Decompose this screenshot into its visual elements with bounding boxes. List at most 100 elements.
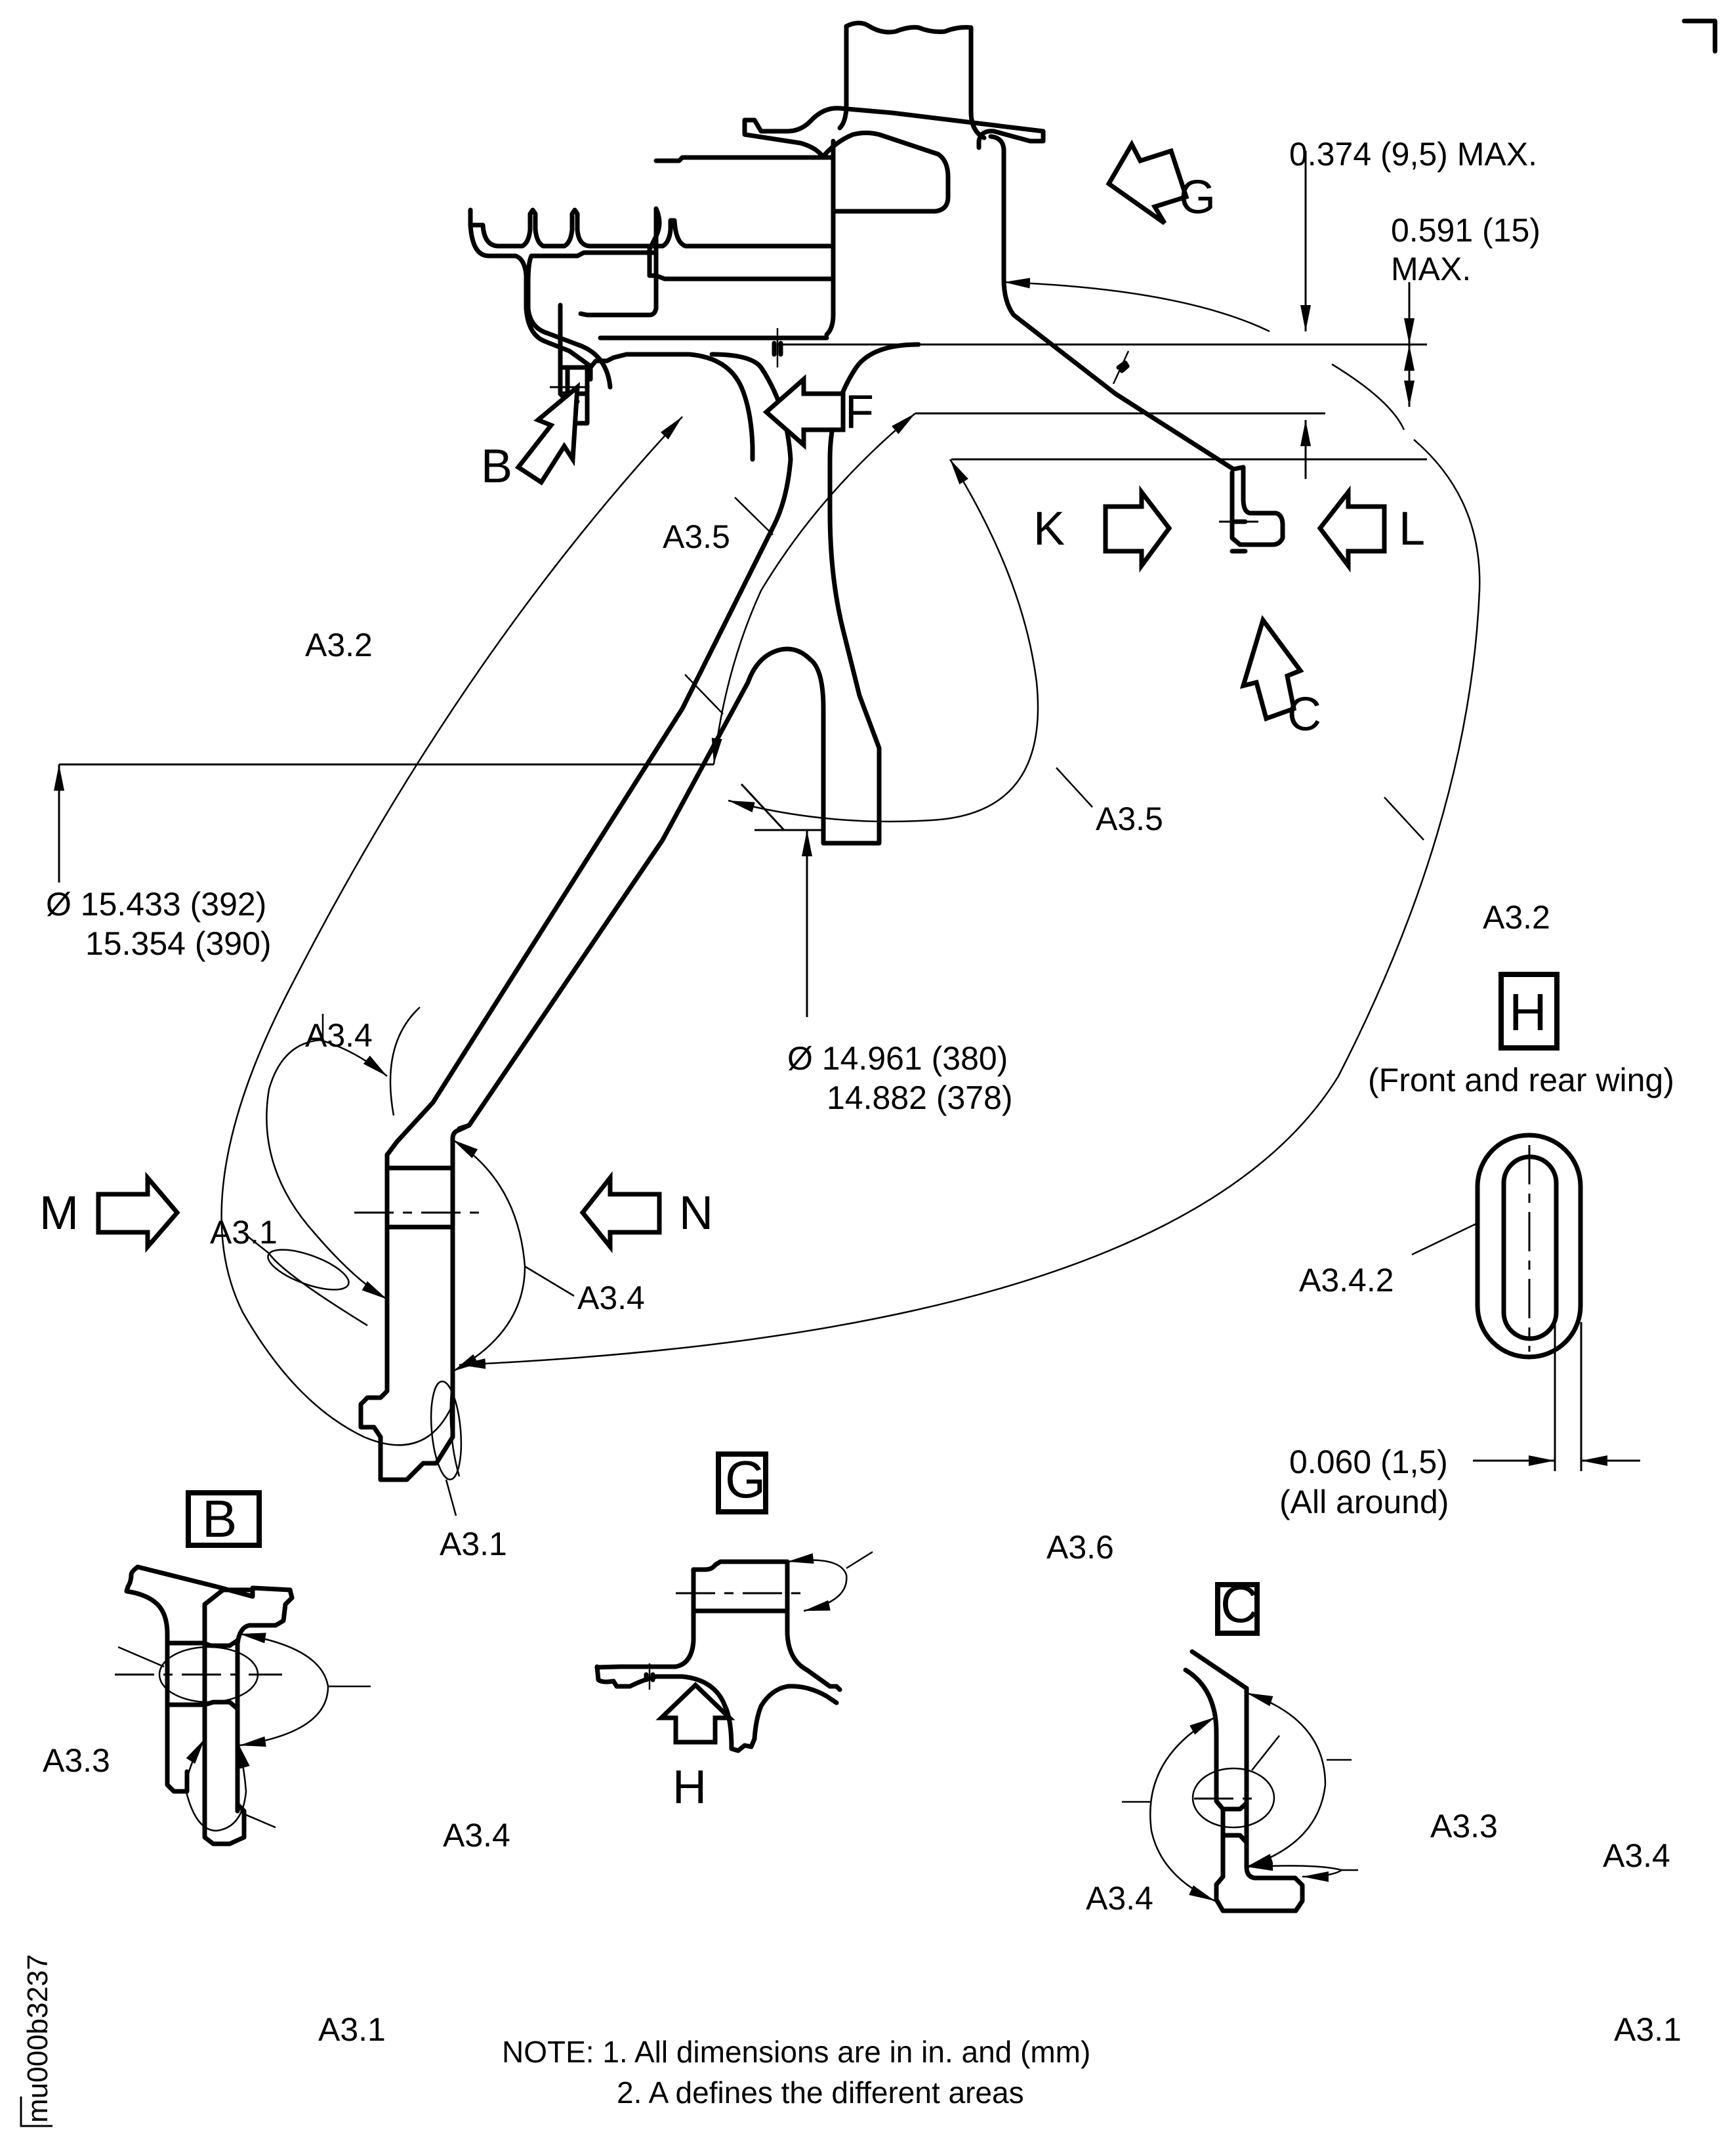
a36-leader <box>846 1551 873 1570</box>
wall-ext-lines <box>1554 1319 1582 1471</box>
view-b-lug <box>202 1587 255 1846</box>
view-arrow-F <box>762 374 846 450</box>
label-a31-view-c: A3.1 <box>1614 2011 1682 2048</box>
outer-platform <box>742 106 1046 150</box>
ring-top-line <box>653 155 836 163</box>
view-letter-L: L <box>1399 503 1425 555</box>
label-a34-view-b: A3.4 <box>443 1817 510 1854</box>
view-arrow-N <box>579 1171 662 1253</box>
view-b-slot-lines <box>165 1638 240 1711</box>
lower-hook-body <box>358 1123 472 1482</box>
view-b-detail <box>115 1490 371 1846</box>
label-a33-view-b: A3.3 <box>43 1742 110 1779</box>
view-arrow-K <box>1103 485 1172 573</box>
lower-hook-slot <box>384 1162 455 1230</box>
a35-arc-right <box>728 459 1039 823</box>
break-mark-axis <box>1112 350 1130 385</box>
drawing-reference-id: mu000b3237 <box>22 1954 54 2123</box>
view-box-B <box>186 1490 262 1548</box>
view-arrow-G <box>1106 139 1189 225</box>
view-g-lower-profile <box>594 1664 839 1753</box>
view-b-top-profile <box>135 1564 295 1646</box>
label-a35-upper: A3.5 <box>663 518 730 555</box>
view-g-right-profile <box>691 1559 842 1692</box>
note-line-1: NOTE: 1. All dimensions are in in. and (… <box>502 2035 1090 2069</box>
a31-leader-view-b <box>244 1813 276 1829</box>
view-letter-F: F <box>845 386 874 438</box>
a31-loop-upper <box>267 1249 350 1291</box>
view-arrow-M <box>96 1171 180 1253</box>
a32-loop-b <box>389 1007 421 1116</box>
text-labels: 0.374 (9,5) MAX. 0.591 (15) MAX. Ø 15.43… <box>22 136 1682 2123</box>
outer-hook <box>821 131 951 214</box>
label-a31-main-upper: A3.1 <box>210 1214 278 1251</box>
vane-left-edge <box>837 24 849 131</box>
a32-leader-top <box>1003 278 1270 333</box>
view-box-H <box>1498 972 1560 1051</box>
label-a33-view-c: A3.3 <box>1430 1808 1498 1845</box>
view-box-C-label: C <box>1220 1575 1258 1633</box>
view-arrow-L <box>1317 485 1387 573</box>
wall-dim-label-line1: 0.060 (1,5) <box>1289 1444 1448 1480</box>
a34-leader-right <box>524 1265 575 1297</box>
label-a32-left: A3.2 <box>305 627 373 663</box>
hook-b-top <box>588 352 659 370</box>
a32-arc-right-1 <box>1331 363 1405 430</box>
view-h-detail <box>1411 972 1640 1471</box>
view-direction-arrows <box>96 139 1387 1745</box>
a33-leader-view-b <box>117 1646 165 1668</box>
a33-leader-view-c <box>1251 1735 1280 1771</box>
vane-top-break <box>844 20 987 140</box>
view-c-slot-lines <box>1220 1801 1249 1845</box>
view-c-top-edge <box>1189 1649 1249 1691</box>
view-box-H-label: H <box>1509 983 1547 1041</box>
dia-outer-label-line2: 15.354 (390) <box>85 925 272 962</box>
view-letter-H: H <box>672 1761 707 1814</box>
ring-corner <box>824 312 836 337</box>
view-box-C <box>1215 1582 1260 1636</box>
a31-loop-lower <box>430 1381 463 1480</box>
a31-leader-lower <box>445 1479 457 1516</box>
note-line-2: 2. A defines the different areas <box>617 2075 1024 2110</box>
a34-loop-right <box>452 1138 526 1373</box>
inner-neck-left <box>653 352 755 462</box>
wall-dim-label-line2: (All around) <box>1279 1484 1449 1520</box>
view-box-G-label: G <box>725 1450 766 1509</box>
view-letter-N: N <box>679 1187 713 1240</box>
view-c-detail <box>1122 1582 1358 1913</box>
view-g-left-profile <box>594 1567 696 1670</box>
view-c-profile <box>1183 1667 1305 1913</box>
vane-right-edge <box>988 134 1006 281</box>
view-g-detail <box>594 1451 873 1753</box>
a34-loop-view-c-right <box>1246 1692 1327 1868</box>
a32-arc-right-2 <box>459 439 1481 1369</box>
corner-mark-top-right <box>1682 18 1718 54</box>
view-h-caption: (Front and rear wing) <box>1368 1062 1674 1098</box>
dia-inner-label-line1: Ø 14.961 (380) <box>787 1040 1008 1077</box>
a35-tick-1 <box>734 497 774 535</box>
label-a34-view-c-left: A3.4 <box>1086 1880 1153 1917</box>
a36-loop <box>787 1553 848 1612</box>
a31-loop-view-b <box>186 1738 250 1832</box>
dia-inner-leader <box>740 783 807 831</box>
main-section-view <box>354 20 1285 1482</box>
label-a31-main-lower: A3.1 <box>440 1526 507 1562</box>
view-b-outer-profile <box>124 1564 190 1794</box>
a342-leader <box>1411 1222 1477 1256</box>
label-a32-right: A3.2 <box>1483 899 1550 936</box>
a34-loop-left <box>266 1039 388 1301</box>
label-a34-main-right: A3.4 <box>577 1280 645 1316</box>
ring-front-face <box>578 217 659 318</box>
a34-loop-left-top <box>320 1039 388 1077</box>
strut-left-edge <box>384 352 793 1157</box>
slot-outer-outline <box>1475 1133 1583 1360</box>
a32-arc-left <box>220 416 683 1446</box>
seal-support-top <box>529 206 659 259</box>
seal-support-body-left <box>468 222 593 382</box>
seal-support-fins <box>468 207 836 249</box>
view-g-tick <box>644 1672 655 1682</box>
dia-inner-label-line2: 14.882 (378) <box>827 1079 1013 1116</box>
a32-tick-2 <box>1384 797 1424 841</box>
